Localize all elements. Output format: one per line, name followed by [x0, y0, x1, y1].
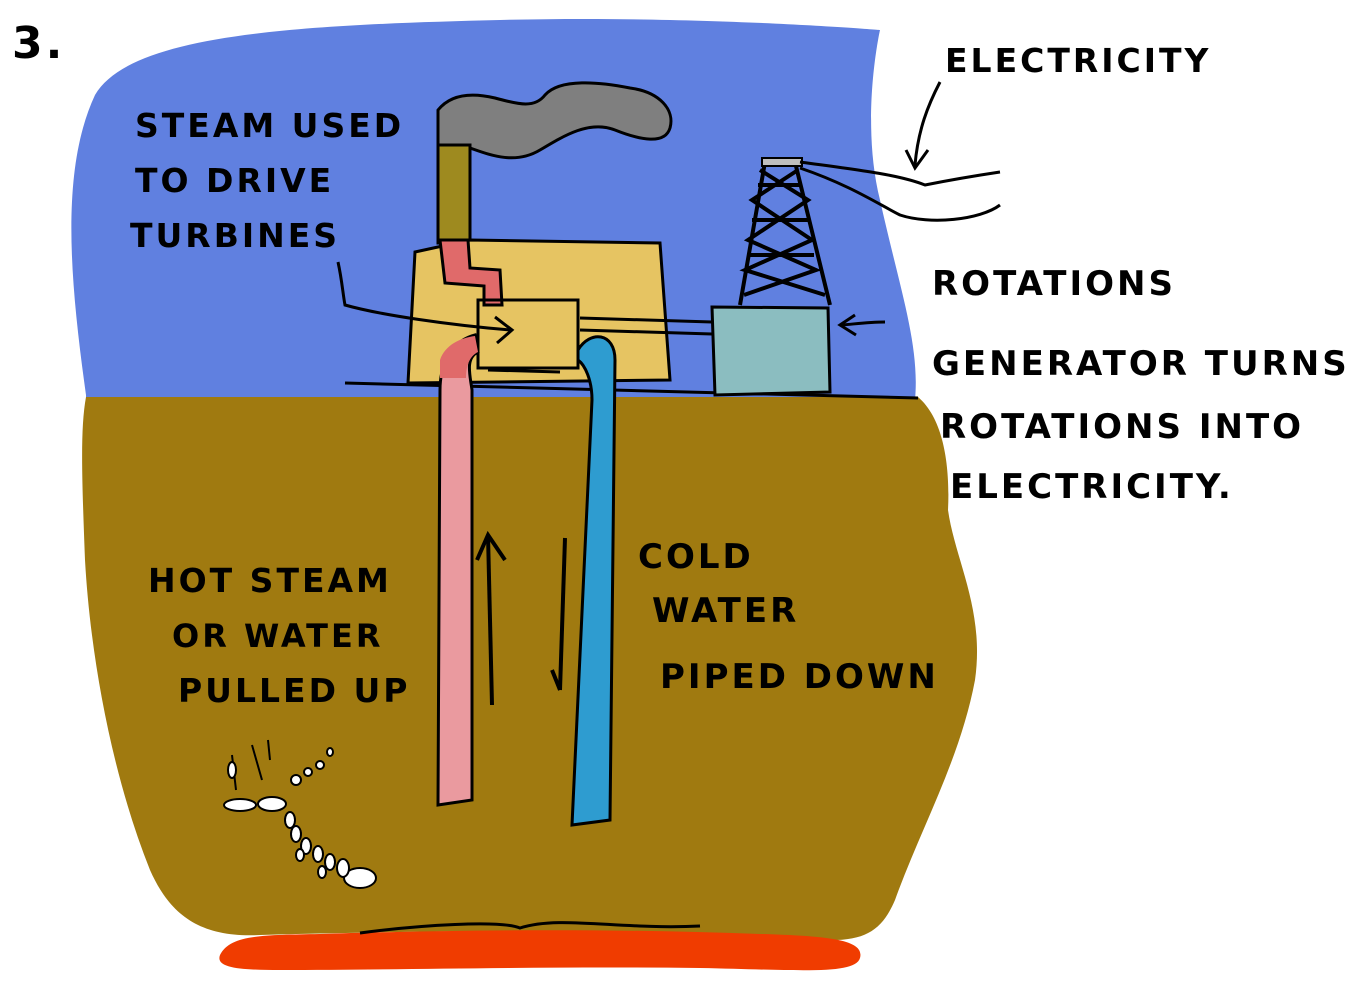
magma-crust-line	[359, 921, 701, 935]
label-cold-water: COLD WATER PIPED DOWN	[638, 537, 939, 697]
down-arrow-icon	[550, 537, 567, 691]
hot-pipe	[436, 333, 480, 807]
label-steam-turbines-line-3: TURBINES	[130, 216, 340, 255]
step-number: 3.	[12, 18, 65, 69]
smoke-icon	[436, 81, 673, 160]
label-rotations: ROTATIONS	[932, 264, 1176, 304]
power-line-lower	[799, 166, 1001, 222]
label-generator: GENERATOR TURNS ROTATIONS INTO ELECTRICI…	[932, 344, 1350, 507]
steam-pipe-top	[438, 238, 504, 307]
sky	[71, 18, 916, 401]
pylon-top	[761, 157, 803, 167]
magma	[219, 930, 861, 971]
label-electricity: ELECTRICITY	[945, 41, 1211, 80]
up-arrow-icon	[475, 530, 507, 706]
steam-callout-arrow-icon	[336, 261, 515, 345]
label-steam-turbines: STEAM USED TO DRIVE TURBINES	[130, 106, 404, 255]
hot-pipe-cap	[440, 336, 478, 378]
turbine-base-line	[487, 368, 561, 374]
label-hot-steam-line-1: HOT STEAM	[148, 561, 392, 600]
label-hot-steam-line-2: OR WATER	[172, 617, 383, 655]
label-steam-turbines-line-1: STEAM USED	[135, 106, 404, 145]
label-generator-line-3: ELECTRICITY.	[950, 467, 1234, 507]
electricity-callout-arrow-icon	[904, 81, 942, 171]
generator-box	[710, 305, 832, 397]
label-hot-steam-line-3: PULLED UP	[178, 671, 410, 710]
label-cold-water-line-1: COLD	[638, 537, 754, 577]
rotations-callout-arrow-icon	[837, 313, 886, 337]
fossil-icon	[223, 739, 377, 889]
label-generator-line-1: GENERATOR TURNS	[932, 344, 1350, 384]
label-steam-turbines-line-2: TO DRIVE	[135, 161, 334, 200]
cold-pipe	[570, 335, 617, 827]
label-hot-steam: HOT STEAM OR WATER PULLED UP	[148, 561, 410, 710]
label-cold-water-line-2: WATER	[652, 591, 799, 631]
chimney	[436, 143, 472, 245]
power-pylon	[738, 161, 832, 306]
label-cold-water-line-3: PIPED DOWN	[660, 657, 939, 697]
ground	[82, 397, 978, 941]
label-generator-line-2: ROTATIONS INTO	[940, 407, 1304, 447]
turbine-box	[476, 298, 580, 370]
power-line-upper	[799, 160, 1001, 187]
drive-shaft	[579, 316, 713, 336]
